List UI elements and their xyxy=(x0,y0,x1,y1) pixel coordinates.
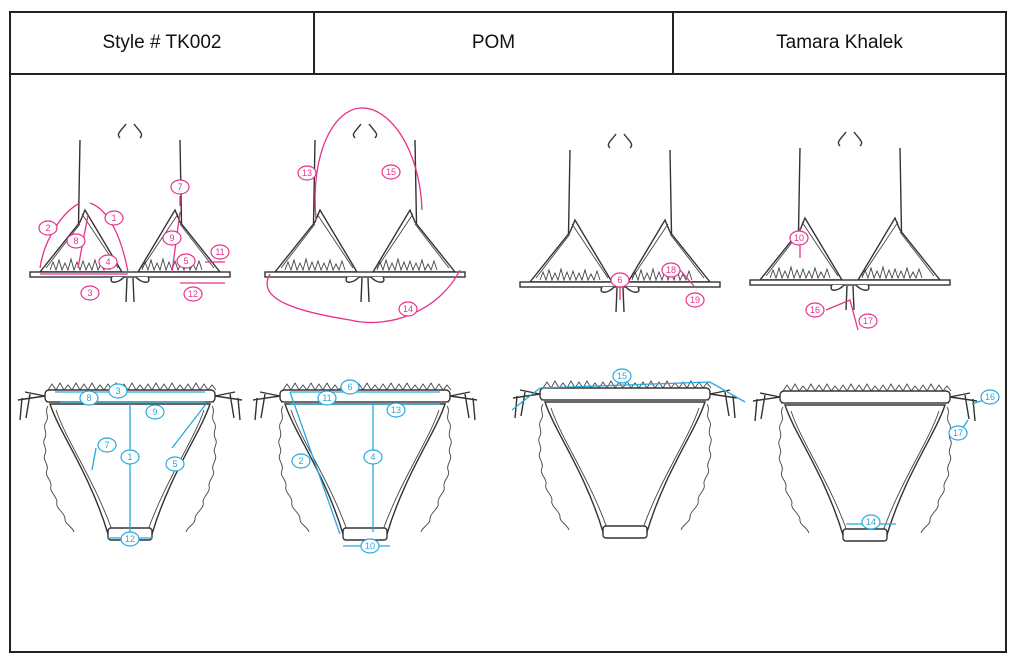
svg-text:18: 18 xyxy=(666,265,676,275)
svg-text:13: 13 xyxy=(302,168,312,178)
svg-text:10: 10 xyxy=(365,541,375,551)
measure-point-bottom-view-1-8: 8 xyxy=(79,390,99,406)
svg-text:6: 6 xyxy=(617,275,622,285)
designer-name: Tamara Khalek xyxy=(776,32,903,53)
svg-text:17: 17 xyxy=(953,428,963,438)
bottom-view-3 xyxy=(512,380,738,539)
svg-text:8: 8 xyxy=(86,393,91,403)
svg-text:12: 12 xyxy=(188,289,198,299)
svg-text:9: 9 xyxy=(169,233,174,243)
svg-text:16: 16 xyxy=(985,392,995,402)
measure-point-top-view-1-5: 5 xyxy=(176,253,196,269)
measure-point-top-view-2-13: 13 xyxy=(297,165,317,181)
measure-point-bottom-view-1-9: 9 xyxy=(145,404,165,420)
measure-point-bottom-view-1-7: 7 xyxy=(97,437,117,453)
measure-point-top-view-1-2: 2 xyxy=(38,220,58,236)
top-view-4 xyxy=(748,118,952,312)
measure-point-bottom-view-4-16: 16 xyxy=(980,389,1000,405)
measure-point-bottom-view-1-3: 3 xyxy=(108,383,128,399)
style-number: Style # TK002 xyxy=(11,13,315,73)
svg-text:3: 3 xyxy=(87,288,92,298)
svg-text:16: 16 xyxy=(810,305,820,315)
svg-text:5: 5 xyxy=(183,256,188,266)
header-row: Style # TK002 POM Tamara Khalek xyxy=(11,13,1005,75)
top-measure-lines xyxy=(39,107,859,331)
svg-text:14: 14 xyxy=(866,517,876,527)
svg-text:11: 11 xyxy=(322,393,331,403)
measure-point-bottom-view-1-5: 5 xyxy=(165,456,185,472)
svg-text:5: 5 xyxy=(172,459,177,469)
measure-point-bottom-view-4-14: 14 xyxy=(861,514,881,530)
measure-point-top-view-4-16: 16 xyxy=(805,302,825,318)
measure-point-top-view-3-6: 6 xyxy=(610,272,630,288)
measure-point-bottom-view-3-15: 15 xyxy=(612,368,632,384)
measure-point-top-view-1-11: 11 xyxy=(210,244,230,260)
measure-point-top-view-1-4: 4 xyxy=(98,254,118,270)
svg-text:19: 19 xyxy=(690,295,700,305)
svg-text:17: 17 xyxy=(863,316,873,326)
bottom-view-2 xyxy=(252,382,478,541)
measure-point-bottom-view-2-6: 6 xyxy=(340,379,360,395)
svg-text:9: 9 xyxy=(152,407,157,417)
measure-point-top-view-3-18: 18 xyxy=(661,262,681,278)
svg-text:3: 3 xyxy=(115,386,120,396)
svg-text:1: 1 xyxy=(127,452,132,462)
svg-text:8: 8 xyxy=(73,236,78,246)
measure-point-top-view-3-19: 19 xyxy=(685,292,705,308)
svg-text:12: 12 xyxy=(125,534,135,544)
measure-point-bottom-view-1-1: 1 xyxy=(120,449,140,465)
measure-point-top-view-2-15: 15 xyxy=(381,164,401,180)
svg-text:10: 10 xyxy=(794,233,804,243)
measure-point-top-view-1-9: 9 xyxy=(162,230,182,246)
top-view-2 xyxy=(263,110,467,304)
svg-text:11: 11 xyxy=(215,247,224,257)
measure-point-top-view-4-10: 10 xyxy=(789,230,809,246)
measure-point-top-view-1-1: 1 xyxy=(104,210,124,226)
svg-text:1: 1 xyxy=(111,213,116,223)
measure-point-top-view-1-12: 12 xyxy=(183,286,203,302)
svg-text:15: 15 xyxy=(617,371,627,381)
svg-text:7: 7 xyxy=(104,440,109,450)
svg-text:2: 2 xyxy=(45,223,50,233)
measure-point-top-view-2-14: 14 xyxy=(398,301,418,317)
section-title: POM xyxy=(315,13,674,73)
measure-point-bottom-view-2-13: 13 xyxy=(386,402,406,418)
svg-text:4: 4 xyxy=(105,257,110,267)
svg-text:6: 6 xyxy=(347,382,352,392)
measure-point-top-view-4-17: 17 xyxy=(858,313,878,329)
measure-point-bottom-view-2-10: 10 xyxy=(360,538,380,554)
measure-point-top-view-1-7: 7 xyxy=(170,179,190,195)
svg-text:14: 14 xyxy=(403,304,413,314)
measure-point-bottom-view-1-12: 12 xyxy=(120,531,140,547)
svg-text:4: 4 xyxy=(370,452,375,462)
measure-point-bottom-view-2-2: 2 xyxy=(291,453,311,469)
svg-text:13: 13 xyxy=(391,405,401,415)
measure-point-bottom-view-2-11: 11 xyxy=(317,390,337,406)
svg-text:2: 2 xyxy=(298,456,303,466)
measure-point-bottom-view-2-4: 4 xyxy=(363,449,383,465)
svg-text:7: 7 xyxy=(177,182,182,192)
svg-text:15: 15 xyxy=(386,167,396,177)
measure-point-top-view-1-3: 3 xyxy=(80,285,100,301)
measure-point-bottom-view-4-17: 17 xyxy=(948,425,968,441)
measure-point-top-view-1-8: 8 xyxy=(66,233,86,249)
